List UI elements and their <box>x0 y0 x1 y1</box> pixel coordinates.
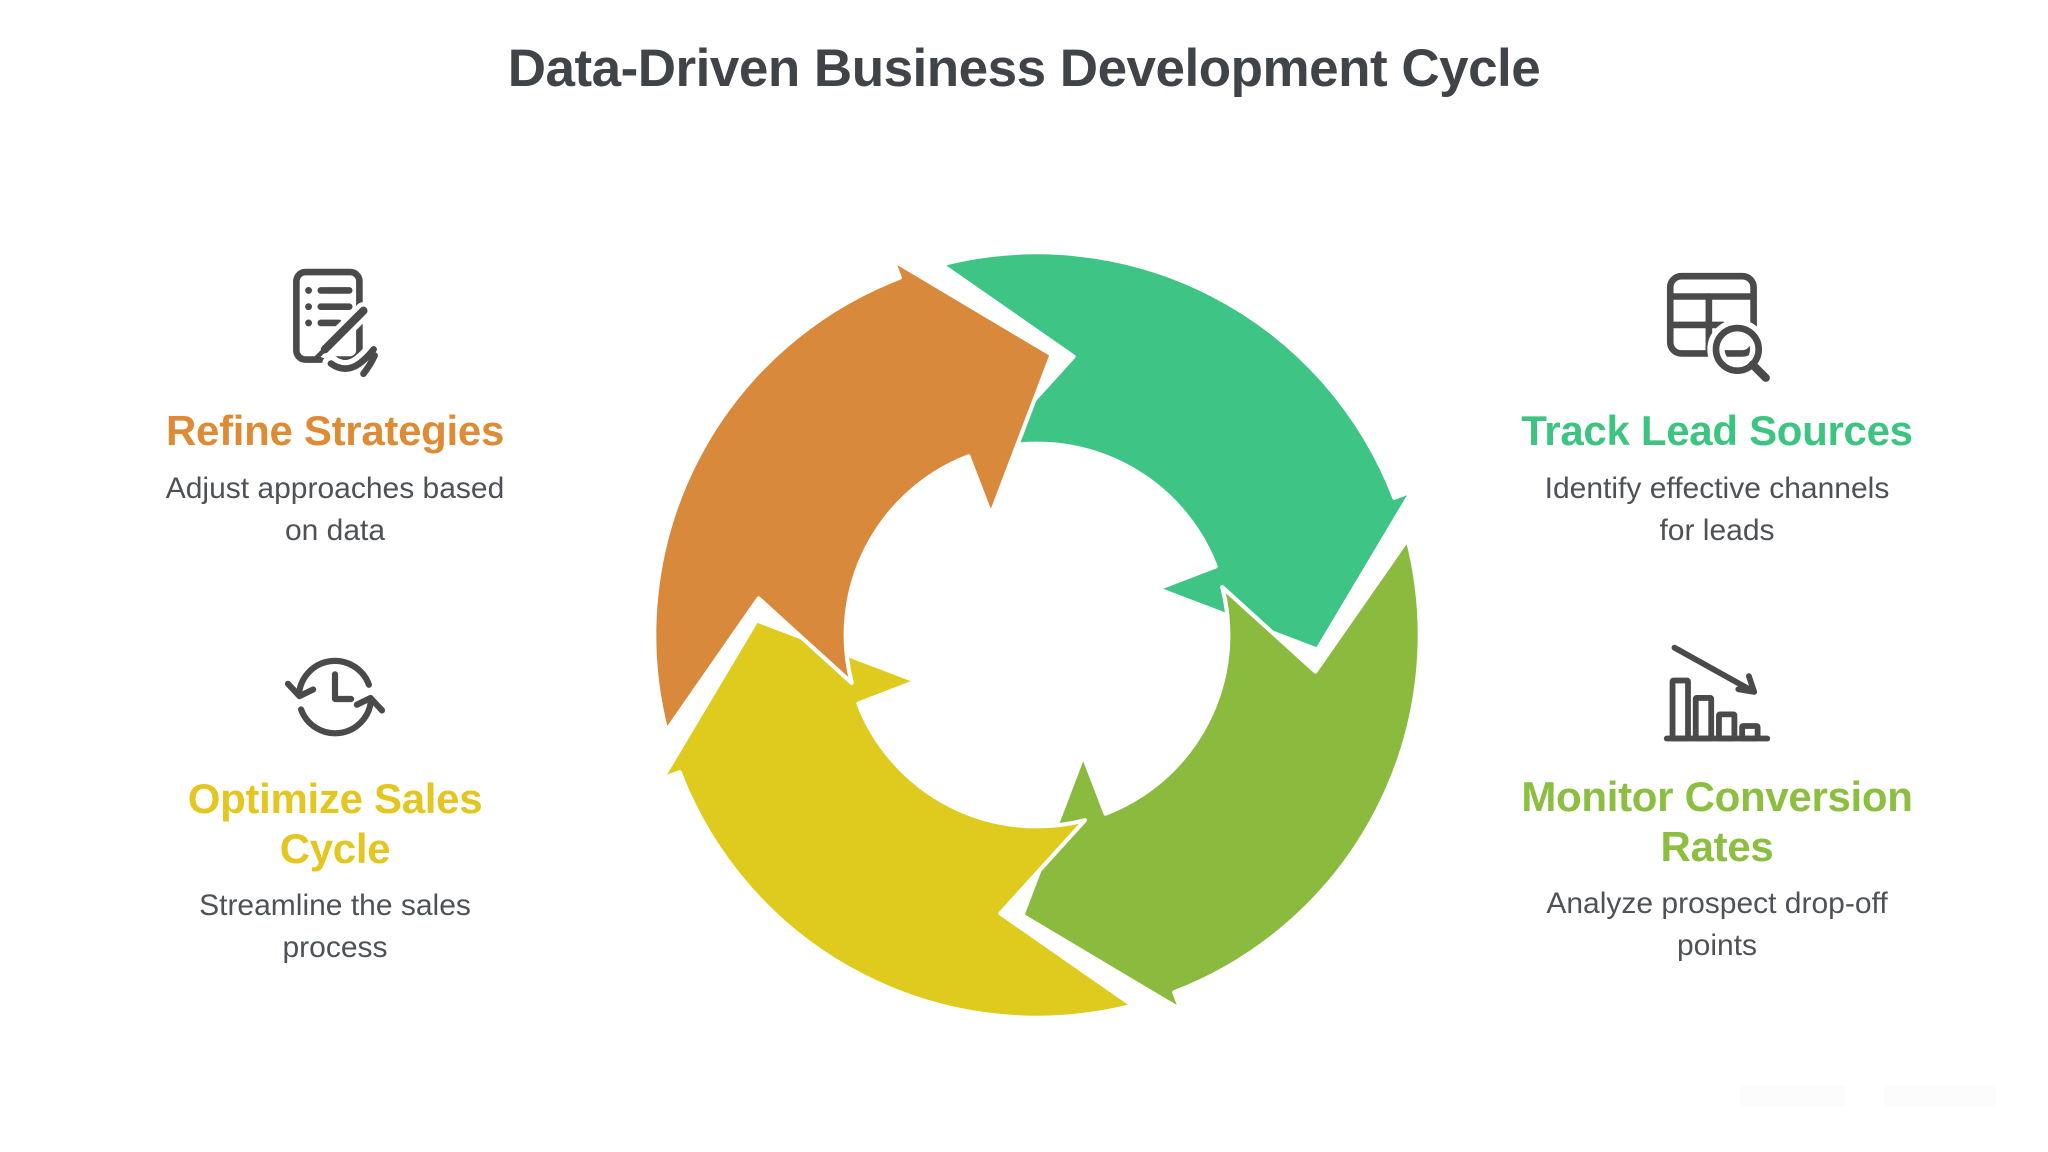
step-description: Identify effective channels for leads <box>1544 471 1890 547</box>
step-heading: Refine Strategies <box>165 407 505 454</box>
step-description: Streamline the sales process <box>199 889 471 965</box>
step-track-lead-sources: Track Lead Sources Identify effective ch… <box>1477 266 1957 552</box>
step-description: Analyze prospect drop-off points <box>1546 887 1888 963</box>
watermark-remnant <box>1740 1085 1846 1107</box>
document-pen-icon <box>293 268 383 378</box>
step-heading: Optimize Sales Cycle <box>187 775 483 872</box>
step-description: Adjust approaches based on data <box>165 471 505 547</box>
cycle-arrow-top-right <box>939 250 1414 652</box>
page-title: Data-Driven Business Development Cycle <box>507 39 1541 98</box>
cycle-arrow-top-left <box>652 258 1054 733</box>
cycle-arrow-bottom-left <box>660 618 1135 1020</box>
step-refine-strategies: Refine Strategies Adjust approaches base… <box>105 266 565 552</box>
step-optimize-sales-cycle: Optimize Sales Cycle Streamline the sale… <box>150 642 520 969</box>
sync-clock-icon <box>284 657 386 737</box>
step-heading: Monitor Conversion Rates <box>1521 773 1913 870</box>
cycle-diagram <box>652 250 1422 1020</box>
step-monitor-conversion-rates: Monitor Conversion Rates Analyze prospec… <box>1500 638 1934 967</box>
step-heading: Track Lead Sources <box>1521 407 1913 454</box>
cycle-arrow-bottom-right <box>1020 537 1422 1012</box>
declining-bar-chart-icon <box>1663 644 1771 742</box>
table-search-icon <box>1666 272 1772 384</box>
watermark-remnant <box>1884 1085 1996 1107</box>
